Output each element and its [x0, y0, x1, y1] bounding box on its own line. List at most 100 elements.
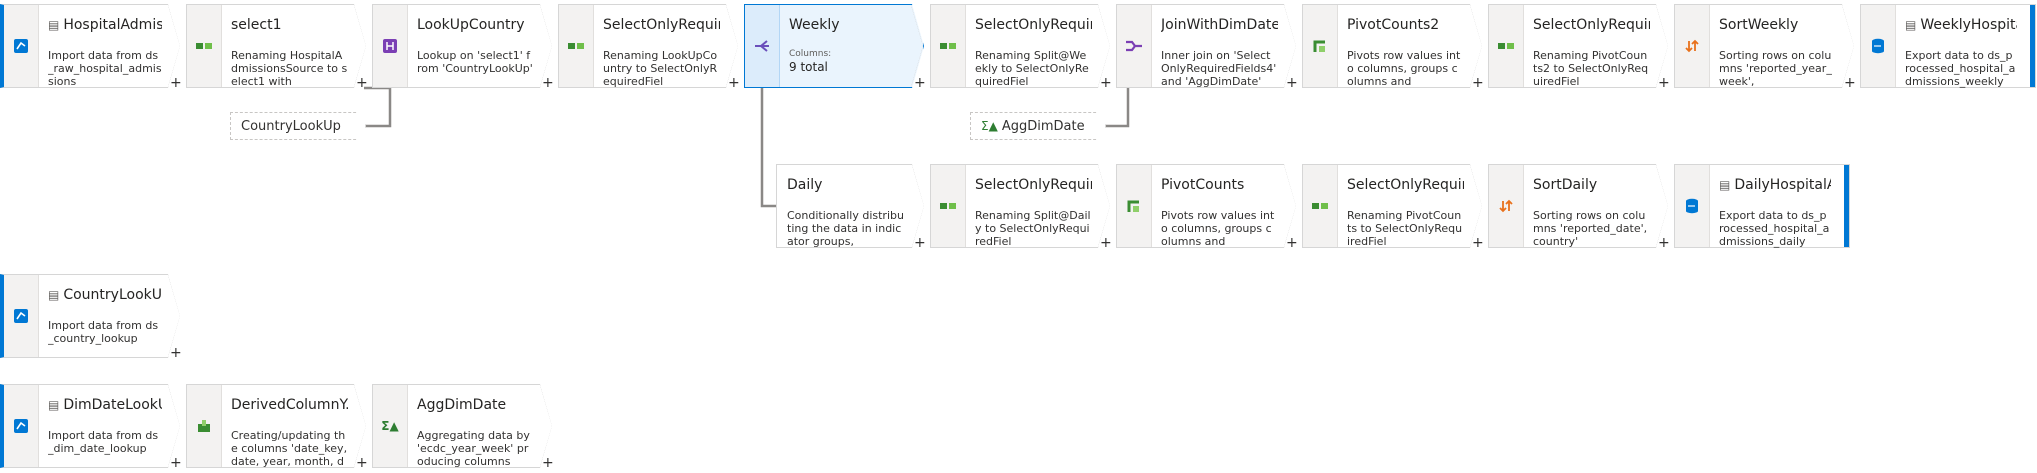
add-transform-button[interactable]: +	[728, 75, 740, 91]
add-transform-button[interactable]: +	[914, 75, 926, 91]
select-icon	[567, 37, 585, 55]
transform-split-weekly[interactable]: Weekly Columns: 9 total	[744, 4, 924, 88]
source-icon	[12, 417, 30, 435]
add-transform-button[interactable]: +	[1658, 75, 1670, 91]
transform-agg-dim-date[interactable]: Σ▲ AggDimDate Aggregating data by 'ecdc_…	[372, 384, 552, 468]
transform-select1[interactable]: select1 Renaming HospitalAdmissionsSourc…	[186, 4, 366, 88]
add-transform-button[interactable]: +	[170, 455, 182, 471]
node-description: Export data to ds_processed_hospital_adm…	[1719, 209, 1830, 248]
node-title: WeeklyHospita...	[1920, 17, 2017, 33]
node-description: Renaming HospitalAdmissionsSource to sel…	[231, 49, 348, 88]
node-title: SelectOnlyRequir...	[1347, 177, 1462, 193]
document-icon: ▤	[1905, 18, 1917, 32]
document-icon: ▤	[1719, 178, 1731, 192]
transform-select-required-1[interactable]: SelectOnlyRequir... Renaming LookUpCount…	[558, 4, 738, 88]
node-title: CountryLookUp	[63, 287, 162, 303]
node-title: select1	[231, 17, 282, 33]
add-transform-button[interactable]: +	[914, 235, 926, 251]
pivot-icon	[1311, 37, 1329, 55]
select-icon	[939, 197, 957, 215]
add-transform-button[interactable]: +	[1658, 235, 1670, 251]
reference-label: CountryLookUp	[241, 118, 341, 134]
transform-select-required-4[interactable]: SelectOnlyRequir... Renaming Split@Daily…	[930, 164, 1110, 248]
node-description: Sorting rows on columns 'reported_date',…	[1533, 209, 1648, 248]
node-description: Import data from ds_raw_hospital_admissi…	[48, 49, 162, 88]
add-transform-button[interactable]: +	[1844, 75, 1856, 91]
transform-lookup-country[interactable]: LookUpCountry Lookup on 'select1' from '…	[372, 4, 552, 88]
aggregate-icon: Σ▲	[381, 419, 399, 433]
transform-sort-daily[interactable]: SortDaily Sorting rows on columns 'repor…	[1488, 164, 1668, 248]
add-transform-button[interactable]: +	[170, 345, 182, 361]
sink-icon	[1869, 37, 1887, 55]
select-icon	[1497, 37, 1515, 55]
node-title: SelectOnlyRequir...	[603, 17, 718, 33]
node-title: DailyHospitalA...	[1734, 177, 1831, 193]
add-transform-button[interactable]: +	[1286, 235, 1298, 251]
node-description: Renaming LookUpCountry to SelectOnlyRequ…	[603, 49, 718, 88]
add-transform-button[interactable]: +	[542, 455, 554, 471]
transform-select-required-2[interactable]: SelectOnlyRequir... Renaming Split@Weekl…	[930, 4, 1110, 88]
add-transform-button[interactable]: +	[542, 75, 554, 91]
node-title: SelectOnlyRequir...	[975, 17, 1090, 33]
node-description: Pivots row values into columns, groups c…	[1347, 49, 1461, 88]
node-description: Conditionally distributing the data in i…	[787, 209, 904, 248]
add-transform-button[interactable]: +	[1100, 235, 1112, 251]
split-daily-connector	[760, 88, 776, 208]
node-description: Inner join on 'SelectOnlyRequiredFields4…	[1161, 49, 1277, 88]
node-title: Weekly	[789, 17, 840, 33]
node-title: DerivedColumnY...	[231, 397, 348, 413]
node-title: Daily	[787, 177, 823, 193]
node-description: Renaming PivotCounts2 to SelectOnlyRequi…	[1533, 49, 1649, 88]
add-transform-button[interactable]: +	[170, 75, 182, 91]
transform-sort-weekly[interactable]: SortWeekly Sorting rows on columns 'repo…	[1674, 4, 1854, 88]
source-icon	[12, 37, 30, 55]
transform-split-daily[interactable]: Daily Conditionally distributing the dat…	[776, 164, 924, 248]
reference-label: AggDimDate	[1001, 118, 1085, 134]
reference-agg-dim-date[interactable]: Σ▲ AggDimDate	[970, 112, 1106, 140]
node-description: Export data to ds_processed_hospital_adm…	[1905, 49, 2016, 88]
transform-derived-column[interactable]: DerivedColumnY... Creating/updating the …	[186, 384, 366, 468]
add-transform-button[interactable]: +	[1100, 75, 1112, 91]
node-title: LookUpCountry	[417, 17, 525, 33]
source-hospital-admissions[interactable]: ▤HospitalAdmis... Import data from ds_ra…	[0, 4, 180, 88]
node-description: Sorting rows on columns 'reported_year_w…	[1719, 49, 1832, 88]
columns-label: Columns:	[789, 49, 832, 59]
node-title: PivotCounts2	[1347, 17, 1440, 33]
node-description: Import data from ds_dim_date_lookup	[48, 429, 159, 455]
sink-icon	[1683, 197, 1701, 215]
lookup-icon	[381, 37, 399, 55]
node-description: Renaming Split@Weekly to SelectOnlyRequi…	[975, 49, 1089, 88]
transform-pivot-counts[interactable]: PivotCounts Pivots row values into colum…	[1116, 164, 1296, 248]
add-transform-button[interactable]: +	[1286, 75, 1298, 91]
add-transform-button[interactable]: +	[1472, 235, 1484, 251]
add-transform-button[interactable]: +	[356, 455, 368, 471]
add-transform-button[interactable]: +	[356, 75, 368, 91]
transform-select-required-3[interactable]: SelectOnlyRequir... Renaming PivotCounts…	[1488, 4, 1668, 88]
sink-weekly-hospital-admissions[interactable]: ▤WeeklyHospita... Export data to ds_proc…	[1860, 4, 2036, 88]
node-description: Creating/updating the columns 'date_key,…	[231, 429, 348, 468]
source-dim-date-lookup[interactable]: ▤DimDateLookUp Import data from ds_dim_d…	[0, 384, 180, 468]
split-icon	[753, 37, 771, 55]
transform-pivot-counts2[interactable]: PivotCounts2 Pivots row values into colu…	[1302, 4, 1482, 88]
source-country-lookup[interactable]: ▤CountryLookUp Import data from ds_count…	[0, 274, 180, 358]
select-icon	[195, 37, 213, 55]
join-reference-connector	[1104, 88, 1130, 128]
sink-daily-hospital-admissions[interactable]: ▤DailyHospitalA... Export data to ds_pro…	[1674, 164, 1850, 248]
reference-country-lookup[interactable]: CountryLookUp	[230, 112, 366, 140]
select-icon	[939, 37, 957, 55]
node-title: JoinWithDimDate	[1161, 17, 1278, 33]
document-icon: ▤	[48, 288, 60, 302]
node-title: AggDimDate	[417, 397, 507, 413]
node-title: SelectOnlyRequir...	[1533, 17, 1648, 33]
transform-join-dim-date[interactable]: JoinWithDimDate Inner join on 'SelectOnl…	[1116, 4, 1296, 88]
node-title: SelectOnlyRequir...	[975, 177, 1090, 193]
node-title: PivotCounts	[1161, 177, 1245, 193]
add-transform-button[interactable]: +	[1472, 75, 1484, 91]
node-title: HospitalAdmis...	[63, 17, 157, 33]
node-title: SortWeekly	[1719, 17, 1799, 33]
node-description: Import data from ds_country_lookup	[48, 319, 159, 345]
transform-select-required-5[interactable]: SelectOnlyRequir... Renaming PivotCounts…	[1302, 164, 1482, 248]
columns-value: 9 total	[789, 60, 828, 74]
node-description: Lookup on 'select1' from 'CountryLookUp'	[417, 49, 533, 75]
